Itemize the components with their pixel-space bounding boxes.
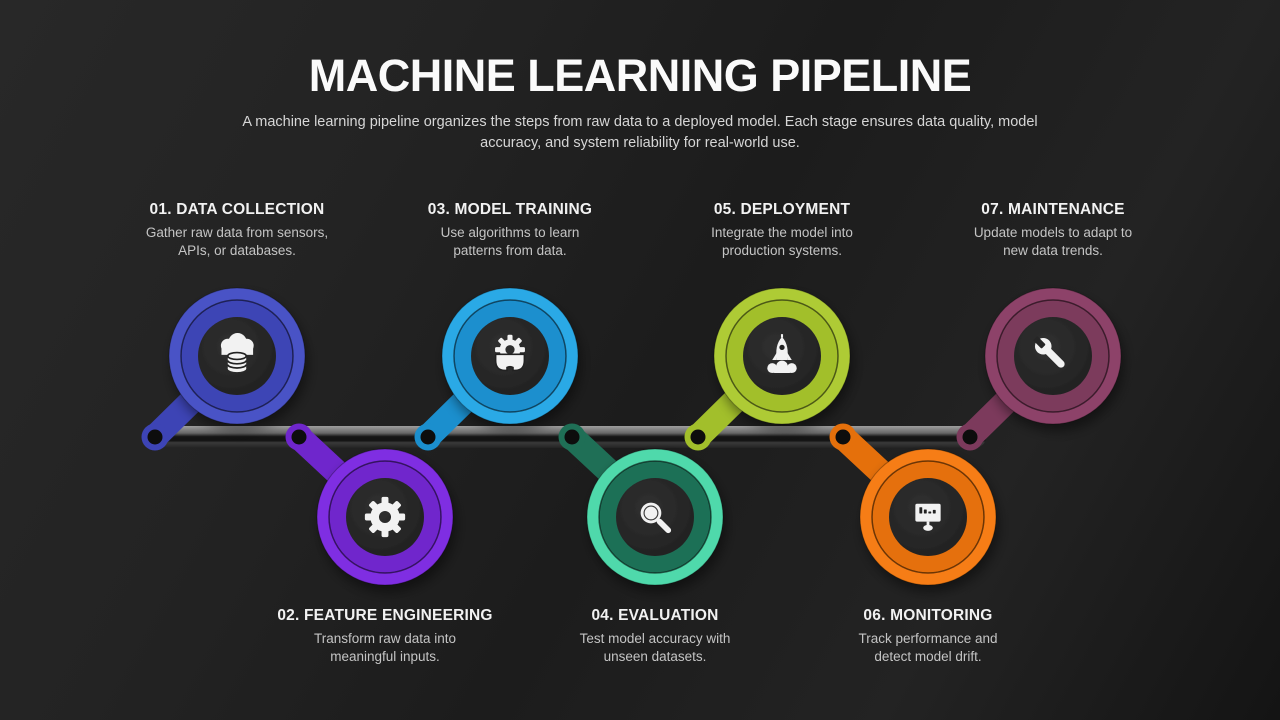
stage-title-02: 02. FEATURE ENGINEERING: [277, 607, 493, 624]
stage-label-06: 06. MONITORING Track performance and det…: [808, 607, 1048, 666]
gear-icon: [364, 496, 406, 538]
page-subtitle: A machine learning pipeline organizes th…: [242, 114, 1038, 151]
stage-title-06: 06. MONITORING: [863, 607, 993, 624]
stage-circle-05: [713, 287, 851, 425]
stage-title-03: 03. MODEL TRAINING: [427, 201, 593, 218]
cloud-database-icon: [220, 333, 254, 373]
stage-title-01: 01. DATA COLLECTION: [149, 201, 325, 218]
wrench-icon: [1033, 336, 1065, 368]
stage-label-01: 01. DATA COLLECTION Gather raw data from…: [117, 201, 357, 260]
stage-group-06: [829, 423, 997, 586]
timeline-node-dot: [962, 429, 978, 445]
stage-description-02: Transform raw data into meaningful input…: [313, 631, 457, 664]
stage-description-01: Gather raw data from sensors, APIs, or d…: [145, 225, 329, 258]
machine-learning-icon: [494, 334, 526, 372]
stage-circle-03: [441, 287, 579, 425]
timeline-node-dot: [835, 429, 851, 445]
timeline-node-dot: [147, 429, 163, 445]
stage-title-05: 05. DEPLOYMENT: [713, 201, 851, 218]
stage-circle-07: [984, 287, 1122, 425]
stage-label-03: 03. MODEL TRAINING Use algorithms to lea…: [390, 201, 630, 260]
timeline-node-dot: [291, 429, 307, 445]
stage-description-07: Update models to adapt to new data trend…: [973, 225, 1133, 258]
timeline-node-dot: [564, 429, 580, 445]
page-title: MACHINE LEARNING PIPELINE: [308, 50, 972, 101]
stage-circle-01: [168, 287, 306, 425]
stage-circle-02: [316, 448, 454, 586]
stage-title-07: 07. MAINTENANCE: [981, 201, 1125, 218]
stage-circle-04: [586, 448, 724, 586]
stage-label-02: 02. FEATURE ENGINEERING Transform raw da…: [265, 607, 505, 666]
timeline-node-dot: [420, 429, 436, 445]
header: MACHINE LEARNING PIPELINE A machine lear…: [0, 52, 1280, 153]
timeline-node-dot: [690, 429, 706, 445]
stage-description-06: Track performance and detect model drift…: [858, 631, 998, 664]
stage-group-07: [956, 287, 1122, 451]
stage-group-02: [285, 423, 454, 586]
stage-description-04: Test model accuracy with unseen datasets…: [579, 631, 731, 664]
stage-group-01: [141, 287, 306, 451]
stage-label-05: 05. DEPLOYMENT Integrate the model into …: [662, 201, 902, 260]
monitor-chart-icon: [915, 503, 941, 531]
stage-description-03: Use algorithms to learn patterns from da…: [440, 225, 580, 258]
stage-center-disc: [346, 478, 424, 556]
stage-label-04: 04. EVALUATION Test model accuracy with …: [535, 607, 775, 666]
stage-title-04: 04. EVALUATION: [591, 607, 719, 624]
stage-group-05: [684, 287, 851, 451]
rocket-icon: [767, 334, 797, 374]
stage-label-07: 07. MAINTENANCE Update models to adapt t…: [933, 201, 1173, 260]
stage-group-03: [414, 287, 579, 451]
magnifier-icon: [640, 502, 672, 534]
stage-group-04: [558, 423, 724, 586]
stage-description-05: Integrate the model into production syst…: [711, 225, 853, 258]
stage-circle-06: [859, 448, 997, 586]
